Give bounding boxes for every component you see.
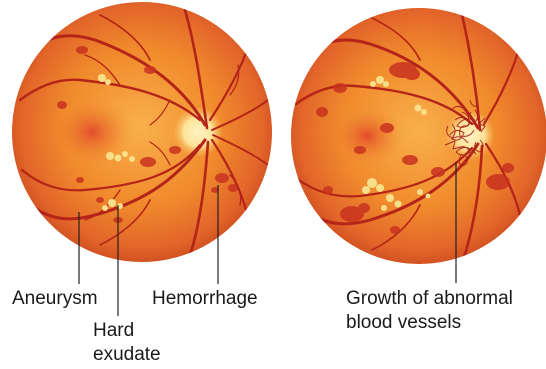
hard-exudate-label-line2: exudate bbox=[93, 344, 161, 366]
left-retina bbox=[12, 2, 272, 262]
growth-label-line2: blood vessels bbox=[346, 312, 461, 334]
hemorrhage-label: Hemorrhage bbox=[152, 288, 258, 310]
left-fundus bbox=[12, 2, 272, 262]
right-fundus bbox=[291, 8, 546, 264]
hard-exudate-label-line1: Hard bbox=[93, 320, 134, 342]
right-macula bbox=[331, 106, 403, 166]
aneurysm-label: Aneurysm bbox=[12, 288, 98, 310]
right-retina bbox=[291, 8, 546, 264]
growth-label-line1: Growth of abnormal bbox=[346, 288, 513, 310]
